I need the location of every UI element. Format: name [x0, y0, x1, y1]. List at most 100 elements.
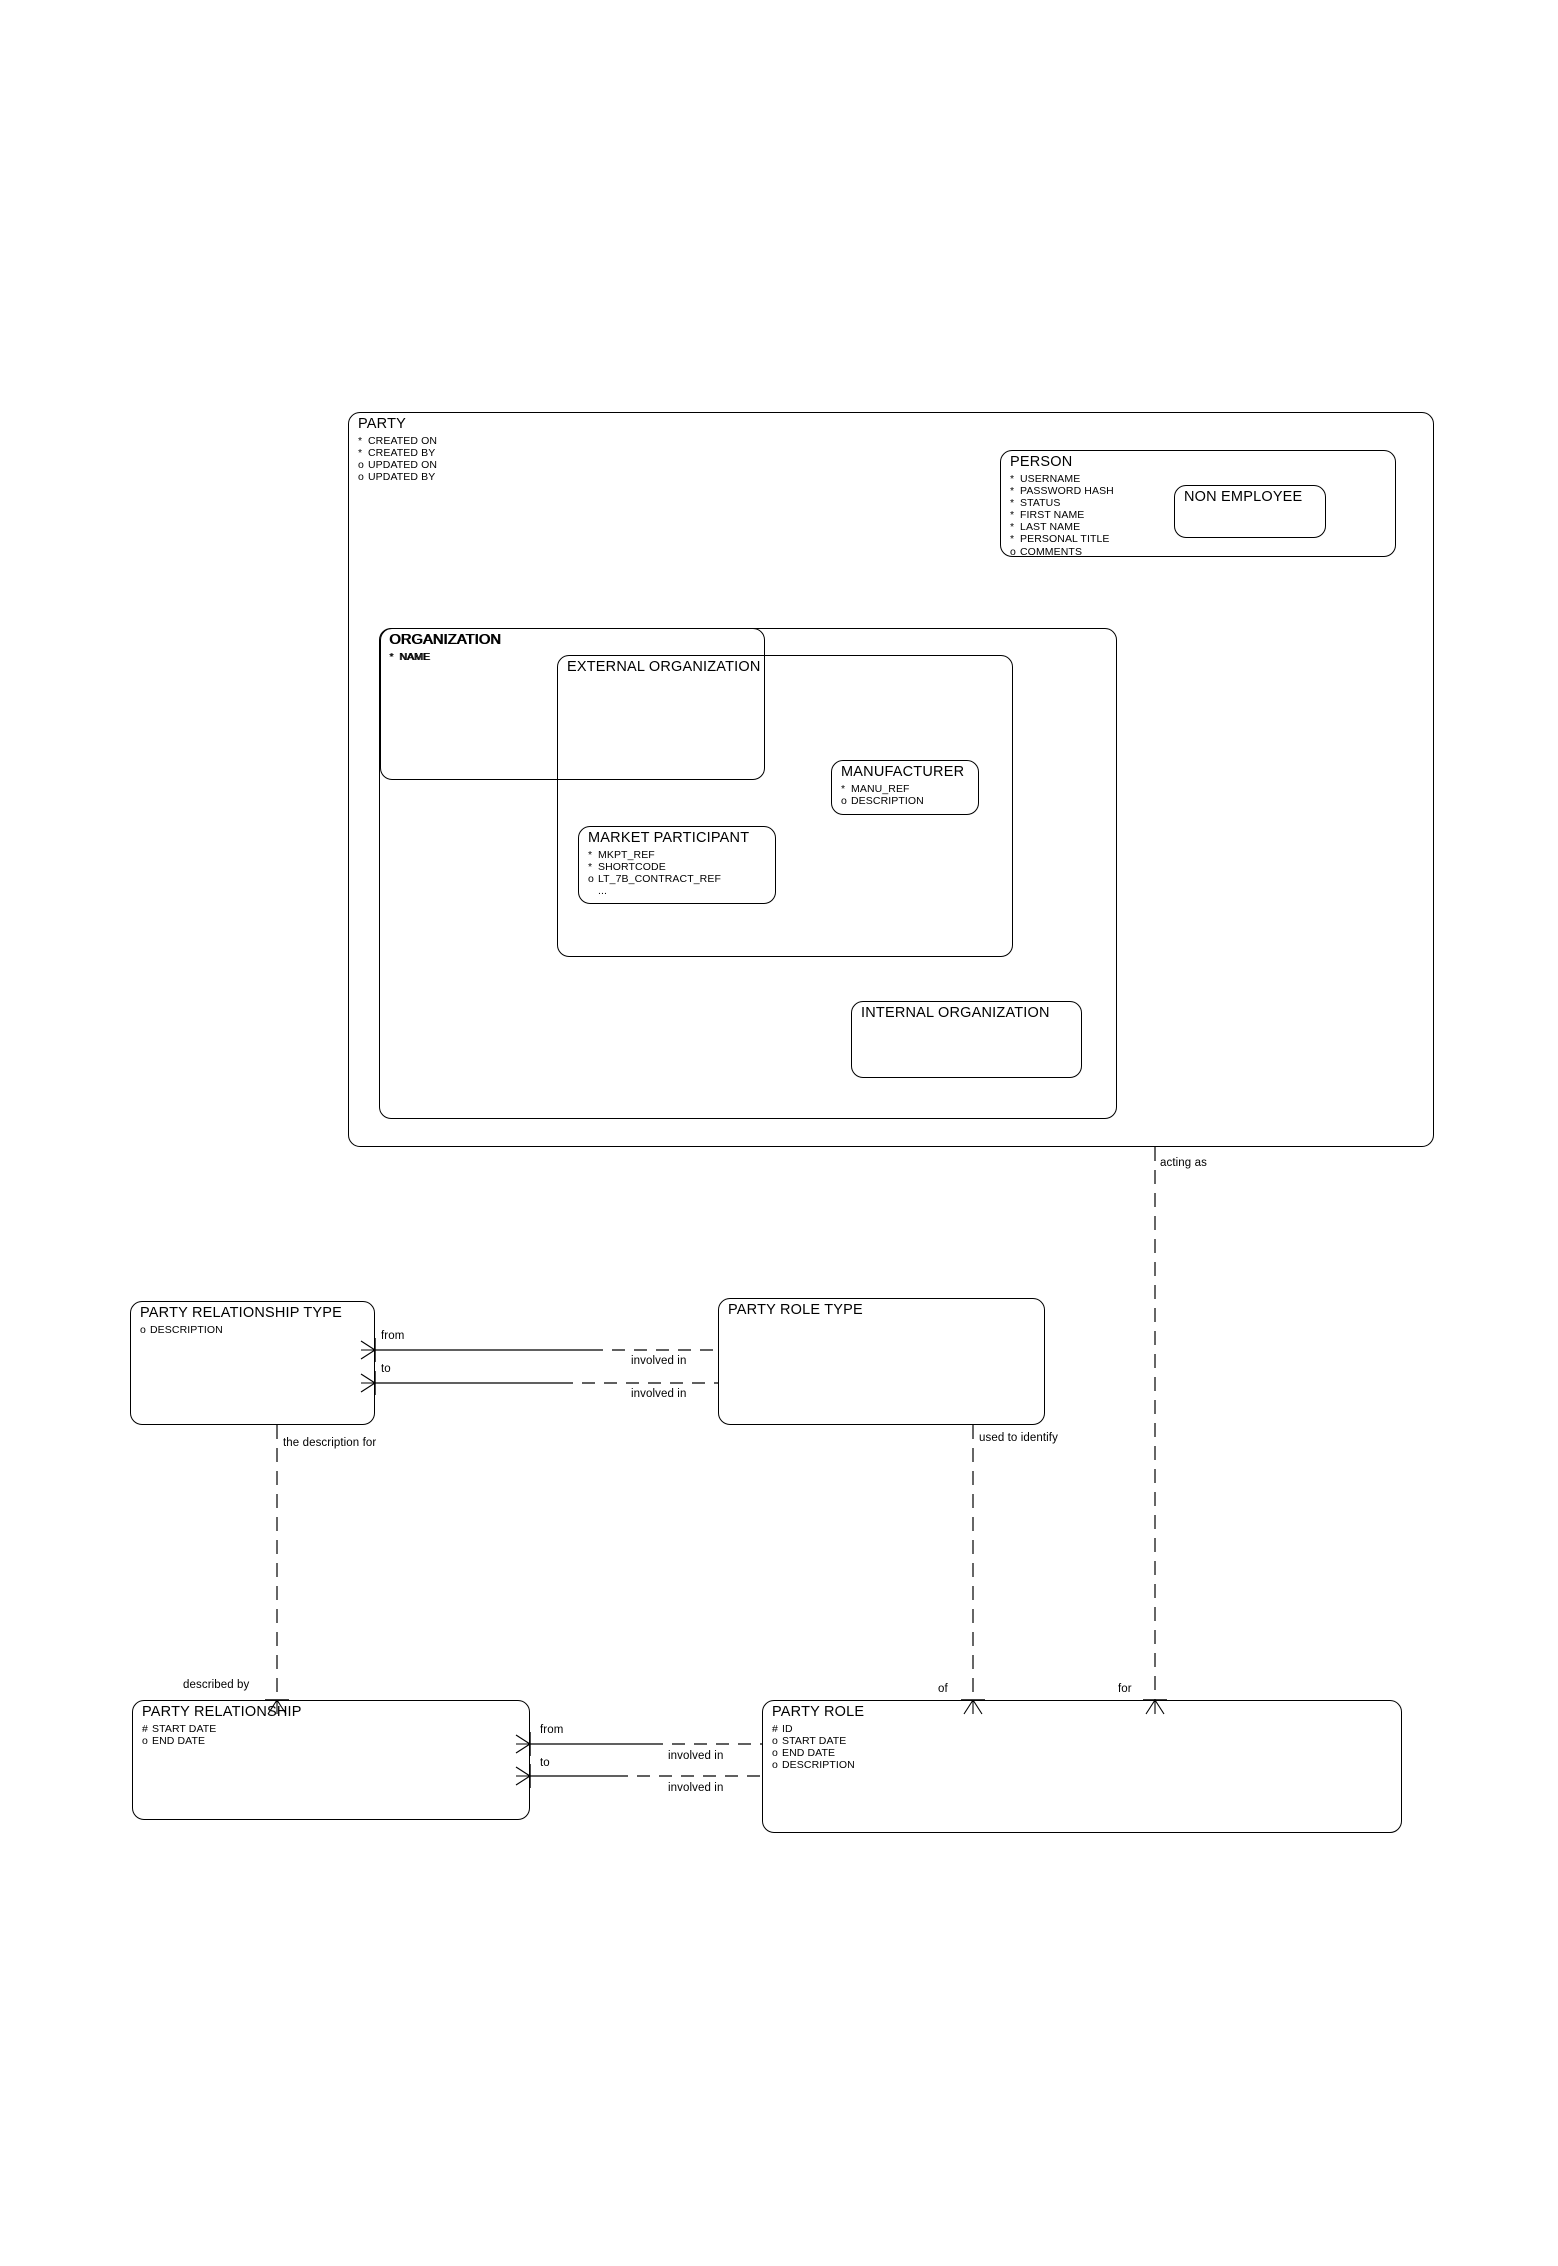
- entity-title: ORGANIZATION: [389, 632, 501, 648]
- relationship-label-acting-as: acting as: [1160, 1157, 1207, 1169]
- attribute-label: PERSONAL TITLE: [1020, 533, 1110, 546]
- attribute-label: STATUS: [1020, 497, 1061, 510]
- attribute-label: USERNAME: [1020, 473, 1081, 485]
- attribute: *PERSONAL TITLE: [1010, 533, 1114, 545]
- attribute: o END DATE: [142, 1735, 216, 1747]
- connector-used-to-identify-of: [961, 1425, 985, 1715]
- attribute-marker: *: [358, 447, 363, 460]
- entity-non-employee[interactable]: NON EMPLOYEE: [1174, 485, 1326, 538]
- attribute-marker: *: [1010, 521, 1015, 534]
- attribute-label: CREATED BY: [368, 447, 436, 460]
- entity-market-participant[interactable]: MARKET PARTICIPANT *MKPT_REF *SHORTCODE …: [578, 826, 776, 904]
- attribute-list: #START DATE o END DATE: [142, 1723, 216, 1747]
- connector-pr-to-involved-in: [515, 1764, 762, 1788]
- attribute: *CREATED ON: [358, 435, 437, 447]
- relationship-label-the-description-for: the description for: [283, 1437, 377, 1449]
- entity-internal-organization[interactable]: INTERNAL ORGANIZATION: [851, 1001, 1082, 1078]
- entity-external-organization-box[interactable]: EXTERNAL ORGANIZATION: [557, 655, 1013, 957]
- entity-title: PARTY RELATIONSHIP: [142, 1704, 302, 1720]
- attribute: #START DATE: [142, 1723, 216, 1735]
- attribute-marker: *: [1010, 485, 1015, 498]
- attribute: * FIRST NAME: [1010, 509, 1114, 521]
- entity-party-role-type[interactable]: PARTY ROLE TYPE: [718, 1298, 1045, 1425]
- entity-title: PARTY ROLE: [772, 1704, 865, 1720]
- entity-title: PERSON: [1010, 454, 1073, 470]
- attribute-label: FIRST NAME: [1020, 509, 1085, 522]
- attribute-marker: *: [1010, 509, 1015, 522]
- attribute-marker: *: [841, 783, 846, 795]
- attribute-list: * NAME: [389, 651, 430, 663]
- relationship-label-prt-involved-in-2: involved in: [631, 1388, 687, 1400]
- attribute-marker: o: [841, 795, 847, 808]
- attribute-marker: o: [772, 1735, 778, 1748]
- attribute-marker: #: [142, 1723, 148, 1735]
- attribute-list: * USERNAME * PASSWORD HASH * STATUS * FIRST …: [1010, 473, 1114, 558]
- attribute-label: COMMENTS: [1020, 545, 1083, 558]
- entity-title: INTERNAL ORGANIZATION: [861, 1005, 1050, 1021]
- attribute-label: END DATE: [152, 1735, 206, 1748]
- attribute-list: *MANU_REF o DESCRIPTION: [841, 783, 924, 807]
- connector-prt-to-involved-in: [360, 1371, 718, 1395]
- attribute-marker: *: [1010, 473, 1015, 485]
- relationship-label-pr-to: to: [540, 1757, 550, 1769]
- attribute: * NAME: [390, 651, 431, 663]
- attribute: * LAST NAME: [1010, 521, 1114, 533]
- attribute: o UPDATED ON: [358, 459, 437, 471]
- connector-prt-from-involved-in: [360, 1338, 718, 1362]
- attribute: o START DATE: [772, 1735, 855, 1747]
- attribute-marker: *: [389, 651, 394, 663]
- attribute-marker: o: [142, 1735, 148, 1748]
- attribute: o DESCRIPTION: [841, 795, 924, 807]
- attribute-label: LT_7B_CONTRACT_REF: [598, 873, 721, 886]
- attribute-marker: *: [390, 651, 395, 663]
- entity-manufacturer[interactable]: MANUFACTURER *MANU_REF o DESCRIPTION: [831, 760, 979, 815]
- attribute-marker: o: [1010, 545, 1016, 558]
- attribute-label: MKPT_REF: [598, 849, 655, 861]
- relationship-label-of: of: [938, 1683, 948, 1695]
- attribute-label: CREATED ON: [368, 435, 438, 447]
- attribute-label: UPDATED ON: [368, 459, 438, 472]
- entity-person[interactable]: PERSON * USERNAME * PASSWORD HASH * STATUS …: [1000, 450, 1396, 558]
- attribute-label: LAST NAME: [1020, 521, 1081, 534]
- attribute-label: DESCRIPTION: [782, 1759, 855, 1772]
- relationship-label-for: for: [1118, 1683, 1132, 1695]
- connector-acting-as-for: [1143, 1147, 1167, 1715]
- entity-title: PARTY RELATIONSHIP TYPE: [140, 1305, 343, 1321]
- entity-title: MARKET PARTICIPANT: [588, 830, 750, 846]
- relationship-label-described-by: described by: [183, 1679, 250, 1691]
- relationship-label-prt-from: from: [381, 1330, 405, 1342]
- attribute-marker: *: [588, 861, 593, 874]
- connector-description-for-described-by: [265, 1425, 289, 1715]
- attribute-marker: o: [772, 1747, 778, 1760]
- attribute-label: DESCRIPTION: [150, 1324, 223, 1336]
- attribute: o COMMENTS: [1010, 546, 1114, 558]
- attribute-label: ...: [598, 885, 608, 898]
- entity-title: PARTY: [358, 416, 407, 432]
- relationship-label-pr-involved-in-1: involved in: [668, 1750, 724, 1762]
- attribute-label: PASSWORD HASH: [1020, 485, 1114, 498]
- attribute: *MANU_REF: [841, 783, 924, 795]
- attribute-label: DESCRIPTION: [851, 795, 924, 808]
- relationship-label-pr-involved-in-2: involved in: [668, 1782, 724, 1794]
- entity-party-relationship[interactable]: PARTY RELATIONSHIP #START DATE o END DATE: [132, 1700, 530, 1820]
- attribute-marker: *: [588, 849, 593, 861]
- attribute: * CREATED BY: [358, 447, 437, 459]
- attribute-label: START DATE: [782, 1735, 847, 1748]
- attribute-label: NAME: [400, 651, 431, 663]
- attribute-label: END DATE: [782, 1747, 836, 1760]
- attribute-label: NAME: [399, 651, 430, 663]
- entity-organization-large[interactable]: ORGANIZATION * NAME: [379, 628, 1117, 1119]
- attribute: *SHORTCODE: [588, 861, 721, 873]
- entity-title: MANUFACTURER: [841, 764, 965, 780]
- attribute-marker: o: [358, 459, 364, 472]
- connector-pr-from-involved-in: [515, 1732, 762, 1756]
